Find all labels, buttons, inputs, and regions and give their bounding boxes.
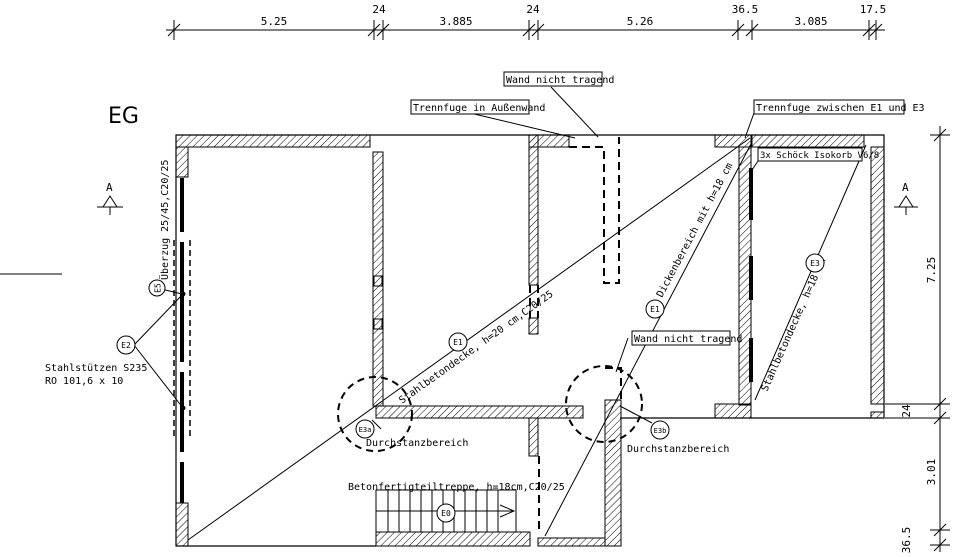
wall-opening-marks [373,275,383,330]
svg-text:E3a: E3a [359,426,372,434]
note-joint-e1-e3: Trennfuge zwischen E1 und E3 [753,99,925,115]
punching-circle-right [565,365,643,443]
svg-text:E5: E5 [154,283,163,293]
punching-label-right: Durchstanzbereich [627,444,729,455]
dim-top-1: 5.25 [261,15,288,28]
dim-top-7: 3.085 [794,15,827,28]
wall-inner-vertical-2b [528,317,539,335]
svg-text:E1: E1 [650,305,660,314]
dim-top-3: 3.885 [439,15,472,28]
dim-right-2: 24 [900,404,913,418]
columns-label-1: Stahlstützen S235 [45,363,147,374]
svg-text:E0: E0 [441,509,451,518]
section-marker-left [97,195,123,215]
wall-top-left [175,134,371,148]
right-dimension-chain [885,126,950,552]
stair [375,489,517,533]
wall-horizontal-mid [375,405,584,419]
walls [175,134,885,547]
columns-label-2: RO 101,6 x 10 [45,376,123,387]
svg-text:Trennfuge zwischen E1 und E3: Trennfuge zwischen E1 und E3 [756,103,925,114]
top-dimension-ticks [167,20,883,40]
non-bearing-walls [529,137,622,530]
wall-inner-vertical-3 [528,417,539,457]
tag-e3a: E3a [355,419,375,439]
wall-bottom-stub [870,411,885,419]
dim-top-4: 24 [526,3,540,16]
svg-text:Wand nicht tragend: Wand nicht tragend [506,75,614,86]
tag-e5: E5 [148,279,166,297]
punching-label-left: Durchstanzbereich [366,438,468,449]
building-outline [175,134,885,547]
dim-top-5: 5.26 [627,15,654,28]
wall-right [870,146,885,405]
svg-text:Trennfuge in Außenwand: Trennfuge in Außenwand [413,103,545,114]
note-joint-outer-wall: Trennfuge in Außenwand [410,99,545,115]
svg-text:E1: E1 [453,338,463,347]
svg-text:3x Schöck Isokorb V6/8: 3x Schöck Isokorb V6/8 [760,151,879,161]
tag-e1-main: E1 [448,332,468,352]
section-marker-right [894,195,918,215]
dim-top-6: 36.5 [732,3,759,16]
slab-diagonals [187,137,867,541]
tag-e3b: E3b [650,420,670,440]
wall-stair-right [604,399,622,547]
tag-e2: E2 [116,335,136,355]
wall-left-upper [175,146,189,178]
wall-bottom-mid [537,537,606,547]
wall-inner-vertical-2 [528,134,539,286]
thick-area-label: Dickenbereich mit h=18 cm [655,161,735,299]
svg-text:E3: E3 [810,259,820,268]
wall-e3-bottom [714,403,752,419]
dim-right-3: 3.01 [925,459,938,486]
punching-circle-left [337,376,413,452]
punching-circles [337,365,643,452]
tag-e0: E0 [436,503,456,523]
section-label-right: A [902,181,909,194]
slab-e1-label: Stahlbetondecke, h=20 cm,C20/25 [397,289,555,407]
beam-dashed-outline [173,240,191,440]
floor-label: EG [108,104,139,129]
dim-top-2: 24 [372,3,386,16]
dim-top-8: 17.5 [860,3,887,16]
note-isokorb: 3x Schöck Isokorb V6/8 [757,147,879,162]
stair-label: Betonfertigteiltreppe, h=18cm,C20/25 [348,482,565,493]
note-wall-not-bearing-top: Wand nicht tragend [503,71,614,87]
section-label-left: A [106,181,113,194]
tag-e3: E3 [805,253,825,273]
dim-right-4: 36.5 [900,527,913,554]
dim-right-1: 7.25 [925,257,938,284]
svg-text:E2: E2 [121,341,131,350]
wall-bottom-stair [375,531,531,547]
slab-e3-label: Stahlbetondecke, h=18 cm [760,257,829,393]
beam-label: Überzug 25/45,C20/25 [158,160,171,280]
callout-leaders [133,86,761,430]
tag-e1-thick: E1 [645,299,665,319]
svg-text:Wand nicht tragend: Wand nicht tragend [634,334,742,345]
top-dimension-chain [166,20,885,40]
note-wall-not-bearing-mid: Wand nicht tragend [631,330,742,346]
wall-left-lower [175,502,189,547]
svg-text:E3b: E3b [654,427,667,435]
wall-top-e3 [751,134,865,148]
